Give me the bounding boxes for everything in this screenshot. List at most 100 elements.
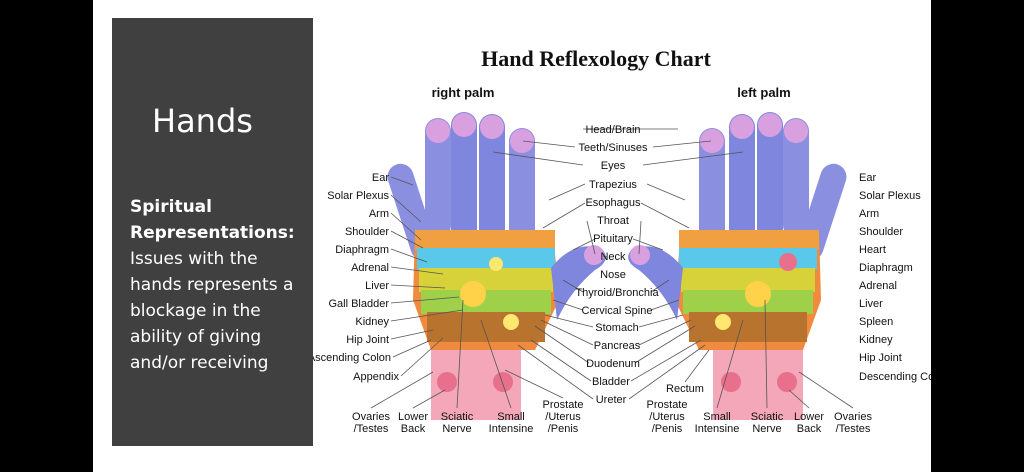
left-tip-3 (758, 113, 782, 137)
right-middle (479, 114, 505, 242)
right-wrist-spot-2 (493, 372, 513, 392)
left-heart-spot (779, 253, 797, 271)
center-labels: Head/Brain Teeth/Sinuses Eyes Trapezius … (575, 124, 659, 406)
presentation-slide: Hands Spiritual Representations: Issues … (93, 0, 931, 472)
label-eyes: Eyes (601, 160, 626, 172)
slide-title: Hands (152, 102, 253, 140)
label-head-brain: Head/Brain (585, 124, 640, 136)
label-l-shoulder: Shoulder (859, 226, 903, 238)
label-r-gall-bladder: Gall Bladder (328, 298, 389, 310)
label-r-ear: Ear (372, 172, 389, 184)
right-tip-1 (426, 119, 450, 143)
label-l-lower: Lower (794, 411, 824, 423)
label-r-uterus: /Uterus (545, 411, 581, 423)
label-r-prostate: Prostate (543, 399, 584, 411)
label-r-nerve: Nerve (442, 423, 471, 435)
left-hand-illustration (628, 112, 847, 420)
label-l-prostate: Prostate (647, 399, 688, 411)
label-cervical-spine: Cervical Spine (582, 305, 653, 317)
label-r-solar-plexus: Solar Plexus (327, 190, 389, 202)
label-l-small: Small (703, 411, 731, 423)
right-palm-label: right palm (432, 85, 495, 100)
right-organ-dot-2 (503, 314, 519, 330)
label-r-diaphragm: Diaphragm (335, 244, 389, 256)
label-l-rectum: Rectum (666, 383, 704, 395)
left-tip-4 (784, 119, 808, 143)
label-l-hip-joint: Hip Joint (859, 352, 902, 364)
label-r-arm: Arm (369, 208, 389, 220)
label-l-penis: /Penis (652, 423, 683, 435)
right-tip-4 (510, 129, 534, 153)
right-tip-3 (480, 115, 504, 139)
label-thyroid-bronchia: Thyroid/Bronchia (575, 287, 659, 299)
right-band-orange (415, 230, 555, 250)
label-l-adrenal: Adrenal (859, 280, 897, 292)
label-l-intensine: Intensine (695, 423, 740, 435)
label-r-small: Small (497, 411, 525, 423)
reflexology-chart: Hand Reflexology Chart right palm left p… (313, 46, 931, 435)
left-thumb-tip (630, 245, 650, 265)
right-thumb-tip (584, 245, 604, 265)
label-r-hip-joint: Hip Joint (346, 334, 389, 346)
left-hand-bottom-labels: Rectum Prostate /Uterus /Penis Small Int… (647, 299, 872, 435)
label-throat: Throat (597, 215, 629, 227)
right-ring (451, 112, 477, 242)
label-r-liver: Liver (365, 280, 389, 292)
label-r-appendix: Appendix (353, 371, 399, 383)
right-hand-illustration (387, 112, 606, 420)
label-r-back: Back (401, 423, 426, 435)
label-l-uterus: /Uterus (649, 411, 685, 423)
label-l-testes: /Testes (836, 423, 871, 435)
label-l-ovaries: Ovaries (834, 411, 872, 423)
label-l-kidney: Kidney (859, 334, 893, 346)
left-palm-label: left palm (737, 85, 790, 100)
left-wrist-spot-1 (721, 372, 741, 392)
left-hand-side-labels: Ear Solar Plexus Arm Shoulder Heart Diap… (859, 172, 931, 383)
right-band-brown (427, 312, 545, 342)
left-band-brown (689, 312, 807, 342)
right-organ-spot (460, 281, 486, 307)
right-hand-bottom-labels: Ovaries /Testes Lower Back Sciatic Nerve… (352, 299, 584, 435)
chart-title: Hand Reflexology Chart (481, 46, 711, 71)
right-wrist-spot-1 (437, 372, 457, 392)
label-l-nerve: Nerve (752, 423, 781, 435)
left-ring (757, 112, 783, 242)
right-band-cyan (417, 248, 555, 270)
left-band-orange (679, 230, 819, 250)
left-tip-2 (730, 115, 754, 139)
label-l-descending-colon: Descending Colon (859, 371, 931, 383)
label-teeth-sinuses: Teeth/Sinuses (578, 142, 648, 154)
label-pancreas: Pancreas (594, 340, 641, 352)
right-hand-side-labels: Ear Solar Plexus Arm Shoulder Diaphragm … (313, 172, 464, 383)
label-r-intensine: Intensine (489, 423, 534, 435)
label-pituitary: Pituitary (593, 233, 633, 245)
slide-body: Issues with the hands represents a block… (130, 249, 294, 373)
label-r-lower: Lower (398, 411, 428, 423)
right-tip-2 (452, 113, 476, 137)
left-index (699, 128, 725, 246)
label-stomach: Stomach (595, 322, 638, 334)
label-r-ascending-colon: Ascending Colon (313, 352, 391, 364)
left-wrist-spot-2 (777, 372, 797, 392)
label-l-back: Back (797, 423, 822, 435)
right-band-green (421, 290, 551, 314)
left-organ-dot (715, 314, 731, 330)
label-esophagus: Esophagus (585, 197, 641, 209)
label-r-ovaries: Ovaries (352, 411, 390, 423)
left-pinky (783, 118, 809, 238)
left-middle (729, 114, 755, 242)
label-l-solar-plexus: Solar Plexus (859, 190, 921, 202)
left-tip-1 (700, 129, 724, 153)
label-l-diaphragm: Diaphragm (859, 262, 913, 274)
label-nose: Nose (600, 269, 626, 281)
label-r-adrenal: Adrenal (351, 262, 389, 274)
label-duodenum: Duodenum (586, 358, 640, 370)
right-pinky (425, 118, 451, 238)
label-l-heart: Heart (859, 244, 886, 256)
label-l-ear: Ear (859, 172, 876, 184)
label-r-testes: /Testes (354, 423, 389, 435)
label-trapezius: Trapezius (589, 179, 637, 191)
label-neck: Neck (600, 251, 626, 263)
center-leader-lines (492, 128, 744, 400)
label-l-sciatic: Sciatic (751, 411, 784, 423)
